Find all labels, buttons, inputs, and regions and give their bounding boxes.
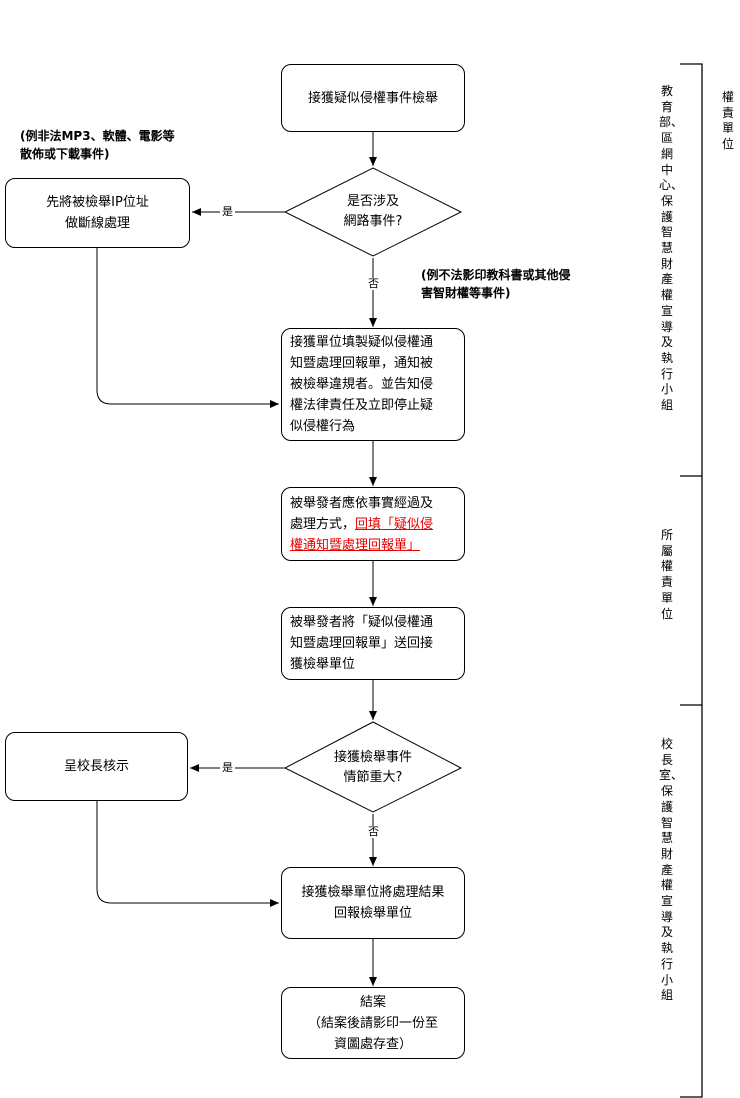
note-other-example: (例不法影印教科書或其他侵 害智財權等事件) — [421, 268, 571, 300]
node-reply-form-text: 被舉發者應依事實經過及 處理方式， — [290, 495, 434, 532]
reply-form-link[interactable]: 回填「疑似侵 權通知暨處理回報單」 — [290, 516, 434, 553]
arrow-principal-to-report — [96, 800, 279, 907]
decision-network-text: 是否涉及 網路事件? — [343, 194, 403, 229]
node-notify-infringer-text: 接獲單位填製疑似侵權通 知暨處理回報單，通知被 被檢舉違規者。並告知侵 權法律責… — [290, 335, 434, 434]
decision-serious-shape — [283, 721, 463, 813]
edge-label-network-yes: 是 — [220, 205, 235, 218]
node-reply-form: 被舉發者應依事實經過及 處理方式，回填「疑似侵 權通知暨處理回報單」 — [281, 487, 465, 561]
node-close-case: 結案 （結案後請影印一份至 資圖處存查） — [281, 987, 465, 1059]
arrow-cut-ip-to-notify — [96, 248, 279, 408]
node-cut-ip: 先將被檢舉IP位址 做斷線處理 — [5, 178, 190, 248]
node-send-back: 被舉發者將「疑似侵權通 知暨處理回報單」送回接 獲檢舉單位 — [281, 607, 465, 680]
node-principal-review: 呈校長核示 — [5, 732, 188, 801]
unit-moe-group: 教育部、區網中心、保護智慧財產權宣導及執行小組 — [659, 84, 684, 413]
note-network-example: (例非法MP3、軟體、電影等 散佈或下載事件) — [20, 129, 175, 161]
node-send-back-text: 被舉發者將「疑似侵權通 知暨處理回報單」送回接 獲檢舉單位 — [290, 615, 434, 672]
unit-responsible-dept: 所屬權責單位 — [660, 528, 673, 621]
unit-principal-group: 校長室、保護智慧財產權宣導及執行小組 — [659, 737, 684, 1003]
edge-label-network-no: 否 — [366, 277, 381, 290]
node-report-result: 接獲檢舉單位將處理結果 回報檢舉單位 — [281, 867, 465, 939]
node-notify-infringer: 接獲單位填製疑似侵權通 知暨處理回報單，通知被 被檢舉違規者。並告知侵 權法律責… — [281, 328, 465, 441]
node-principal-review-text: 呈校長核示 — [63, 759, 129, 774]
responsibility-bracket — [680, 63, 703, 1098]
node-report-result-text: 接獲檢舉單位將處理結果 回報檢舉單位 — [301, 885, 445, 921]
node-receive-report-text: 接獲疑似侵權事件檢舉 — [307, 90, 438, 106]
decision-serious-text: 接獲檢舉事件 情節重大? — [333, 750, 412, 785]
responsible-units-header: 權責單位 — [721, 90, 734, 152]
edge-label-serious-no: 否 — [366, 825, 381, 838]
edge-label-serious-yes: 是 — [220, 761, 235, 774]
node-cut-ip-text: 先將被檢舉IP位址 做斷線處理 — [46, 195, 149, 231]
node-close-case-text: 結案 （結案後請影印一份至 資圖處存查） — [307, 994, 438, 1052]
decision-network-shape — [283, 167, 463, 257]
node-receive-report: 接獲疑似侵權事件檢舉 — [281, 64, 465, 132]
